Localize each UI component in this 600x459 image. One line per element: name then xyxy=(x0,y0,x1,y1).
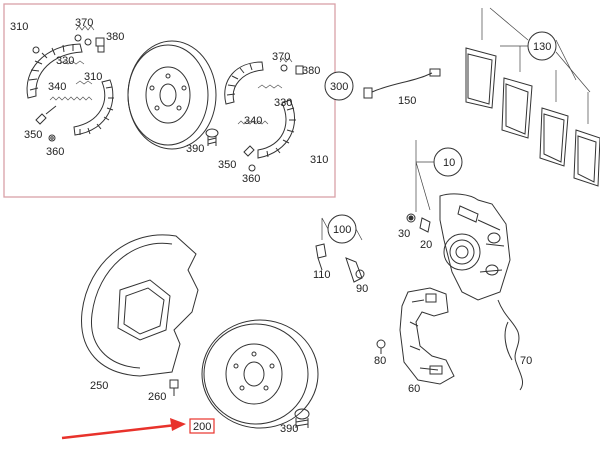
label-100: 100 xyxy=(333,224,351,236)
guide-bolt-110 xyxy=(315,243,327,271)
bolt-80 xyxy=(376,339,386,354)
label-90: 90 xyxy=(356,283,368,295)
cup-360-right xyxy=(248,164,256,172)
label-70: 70 xyxy=(520,355,532,367)
label-390: 390 xyxy=(280,423,298,435)
label-390: 390 xyxy=(186,143,204,155)
wear-sensor-wire-70 xyxy=(497,299,523,391)
pin-350-right xyxy=(243,145,255,157)
label-360: 360 xyxy=(46,146,64,158)
adjuster-380-right xyxy=(295,65,304,75)
label-310: 310 xyxy=(84,71,102,83)
brake-pad-4 xyxy=(573,92,600,187)
spring-340-left xyxy=(49,96,93,101)
bolt-390-kit xyxy=(205,128,219,146)
spring-340-right xyxy=(237,120,269,125)
label-200: 200 xyxy=(193,421,211,433)
label-330: 330 xyxy=(274,97,292,109)
bleed-screw-20 xyxy=(419,217,431,233)
bleed-cap-30 xyxy=(406,213,416,223)
pin-350-left xyxy=(35,105,57,125)
label-360: 360 xyxy=(242,173,260,185)
brake-shoe-right xyxy=(224,61,296,159)
label-370: 370 xyxy=(272,51,290,63)
brake-disc-200 xyxy=(201,319,319,429)
adjuster-380-left xyxy=(95,37,105,53)
brake-disc-kit xyxy=(127,40,217,150)
highlight-box-200 xyxy=(189,418,215,434)
spring-330-left xyxy=(59,60,93,85)
label-110: 110 xyxy=(313,269,331,281)
label-340: 340 xyxy=(48,81,66,93)
label-10: 10 xyxy=(443,157,455,169)
label-380: 380 xyxy=(302,65,320,77)
label-80: 80 xyxy=(374,355,386,367)
label-310: 310 xyxy=(10,21,28,33)
spring-310-left xyxy=(32,46,40,54)
label-350: 350 xyxy=(24,129,42,141)
kit-frame xyxy=(3,3,336,198)
label-30: 30 xyxy=(398,228,410,240)
brake-pad-3 xyxy=(539,70,569,167)
label-130: 130 xyxy=(533,41,551,53)
brake-shoe-left xyxy=(26,43,114,136)
bolt-260 xyxy=(169,379,179,396)
label-370: 370 xyxy=(75,17,93,29)
label-60: 60 xyxy=(408,383,420,395)
highlight-arrow xyxy=(61,418,186,440)
label-310: 310 xyxy=(310,154,328,166)
label-350: 350 xyxy=(218,159,236,171)
spring-370-left xyxy=(74,25,95,46)
brake-pad-2 xyxy=(501,46,533,139)
cup-360-left xyxy=(48,134,56,142)
brake-caliper xyxy=(439,193,511,301)
guide-bolt-90 xyxy=(345,257,365,283)
dust-shield xyxy=(81,234,199,377)
label-380: 380 xyxy=(106,31,124,43)
label-150: 150 xyxy=(398,95,416,107)
label-330: 330 xyxy=(56,55,74,67)
label-260: 260 xyxy=(148,391,166,403)
callout-300-circle xyxy=(324,71,354,101)
label-300: 300 xyxy=(330,81,348,93)
label-250: 250 xyxy=(90,380,108,392)
anti-rattle-spring-60 xyxy=(399,287,455,385)
label-20: 20 xyxy=(420,239,432,251)
brake-pad-1 xyxy=(465,8,497,109)
label-340: 340 xyxy=(244,115,262,127)
wear-sensor xyxy=(363,68,441,99)
bolt-390-main xyxy=(294,408,310,428)
spring-370-right xyxy=(279,57,293,72)
spring-330-right xyxy=(257,84,283,89)
